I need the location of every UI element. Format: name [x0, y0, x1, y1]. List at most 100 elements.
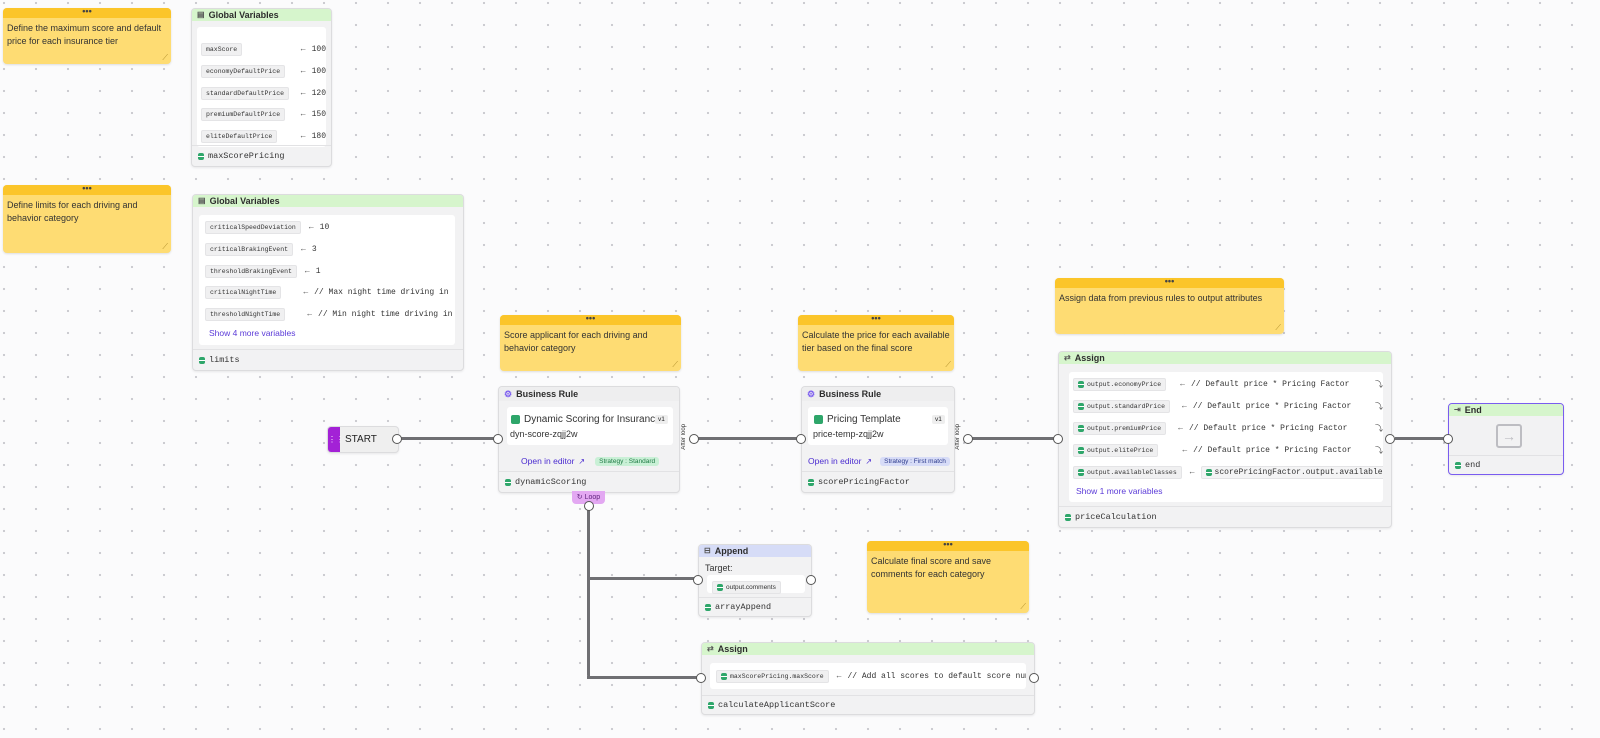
variable-name: eliteDefaultPrice: [201, 129, 278, 143]
variable-row[interactable]: thresholdBrakingEvent←1: [205, 264, 455, 278]
end-input-handle[interactable]: [1443, 434, 1453, 444]
assignment-row[interactable]: output.availableClasses←scorePricingFact…: [1073, 465, 1383, 479]
target-variable[interactable]: output.comments: [712, 578, 781, 596]
edge-assign-to-end[interactable]: [1395, 437, 1447, 440]
assign2-input-handle[interactable]: [696, 673, 706, 683]
variable-row[interactable]: premiumDefaultPrice←150: [201, 107, 326, 121]
open-in-editor-link[interactable]: Open in editor: [521, 456, 575, 466]
variable-row[interactable]: criticalNightTime←// Max night time driv…: [205, 285, 455, 299]
variable-row[interactable]: maxScore←100: [201, 42, 326, 56]
note-menu-icon[interactable]: •••: [867, 540, 1029, 551]
assignment-row[interactable]: output.economyPrice←// Default price * P…: [1073, 377, 1383, 391]
resize-handle-icon[interactable]: ⟋: [162, 53, 168, 62]
drag-handle-icon[interactable]: ⋮⋮: [328, 427, 344, 452]
assignment-row[interactable]: output.premiumPrice←// Default price * P…: [1073, 421, 1383, 435]
note-score-applicant[interactable]: ••• Score applicant for each driving and…: [500, 314, 681, 371]
assign1-input-handle[interactable]: [1053, 434, 1063, 444]
expand-icon[interactable]: ⤵: [1375, 380, 1383, 390]
start-output-handle[interactable]: [392, 434, 402, 444]
node-header: Assign: [1074, 353, 1105, 363]
assign-calculate-applicant-score[interactable]: ⇄Assign maxScorePricing.maxScore←// Add …: [701, 642, 1035, 715]
show-more-variables-link[interactable]: Show 4 more variables: [209, 328, 296, 338]
external-link-icon[interactable]: ↗: [578, 456, 586, 466]
open-in-editor-link[interactable]: Open in editor: [808, 456, 862, 466]
loop-badge[interactable]: ↻ Loop: [572, 491, 605, 504]
variable-row[interactable]: standardDefaultPrice←120: [201, 86, 326, 100]
note-menu-icon[interactable]: •••: [500, 314, 681, 325]
edge-start-to-rule1[interactable]: [400, 437, 496, 440]
append-output-handle[interactable]: [806, 575, 816, 585]
note-assign-output[interactable]: ••• Assign data from previous rules to o…: [1055, 277, 1284, 334]
resize-handle-icon[interactable]: ⟋: [945, 360, 951, 369]
note-text: Define the maximum score and default pri…: [7, 23, 162, 46]
assign1-output-handle[interactable]: [1385, 434, 1395, 444]
rule1-input-handle[interactable]: [493, 434, 503, 444]
note-final-score[interactable]: ••• Calculate final score and save comme…: [867, 540, 1029, 613]
global-variables-limits[interactable]: ▤Global Variables criticalSpeedDeviation…: [192, 194, 464, 371]
variable-name: criticalBrakingEvent: [205, 242, 294, 256]
variable-row[interactable]: criticalBrakingEvent←3: [205, 242, 455, 256]
variable-value: // Min night time driving in: [318, 309, 453, 319]
append-array-node[interactable]: ⊟Append Target: output.comments arrayApp…: [698, 544, 812, 617]
assignment-row[interactable]: maxScorePricing.maxScore←// Add all scor…: [716, 669, 1026, 683]
resize-handle-icon[interactable]: ⟋: [672, 360, 678, 369]
variable-row[interactable]: economyDefaultPrice←100: [201, 64, 326, 78]
append-input-handle[interactable]: [693, 575, 703, 585]
database-icon: [1078, 424, 1084, 432]
resize-handle-icon[interactable]: ⟋: [162, 242, 168, 251]
external-link-icon[interactable]: ↗: [865, 456, 873, 466]
variable-row[interactable]: eliteDefaultPrice←180: [201, 129, 326, 143]
note-text: Score applicant for each driving and beh…: [504, 330, 648, 353]
resize-handle-icon[interactable]: ⟋: [1275, 323, 1281, 332]
rule1-output-handle[interactable]: [689, 434, 699, 444]
assignment-row[interactable]: output.elitePrice←// Default price * Pri…: [1073, 443, 1383, 457]
assignment-row[interactable]: output.standardPrice←// Default price * …: [1073, 399, 1383, 413]
rule2-input-handle[interactable]: [796, 434, 806, 444]
end-node[interactable]: ⇥End → end: [1448, 403, 1564, 475]
note-menu-icon[interactable]: •••: [3, 7, 171, 18]
business-rule-pricing-template[interactable]: ⚙Business Rule Pricing Template v1 price…: [801, 386, 955, 493]
note-menu-icon[interactable]: •••: [798, 314, 954, 325]
variable-row[interactable]: criticalSpeedDeviation←10: [205, 220, 455, 234]
variable-row[interactable]: thresholdNightTime←// Min night time dri…: [205, 307, 455, 321]
node-header: Global Variables: [208, 10, 279, 20]
rule2-output-handle[interactable]: [963, 434, 973, 444]
assign-arrow-icon: ←: [1189, 467, 1195, 477]
expand-icon[interactable]: ⤵: [1375, 446, 1383, 456]
note-tier-defaults[interactable]: ••• Define the maximum score and default…: [3, 7, 171, 64]
loop-output-handle[interactable]: [584, 501, 594, 511]
assign-arrow-icon: ←: [300, 131, 306, 141]
variable-value: 10: [319, 222, 330, 232]
edge-loop-to-append[interactable]: [587, 577, 696, 580]
assign2-output-handle[interactable]: [1029, 673, 1039, 683]
assign-price-calculation[interactable]: ⇄Assign output.economyPrice←// Default p…: [1058, 351, 1392, 528]
note-menu-icon[interactable]: •••: [1055, 277, 1284, 288]
node-footer-label: arrayAppend: [715, 602, 772, 612]
expand-icon[interactable]: ⤵: [1375, 402, 1383, 412]
edge-loop-vertical[interactable]: [587, 508, 590, 678]
business-rule-dynamic-scoring[interactable]: ⚙Business Rule Dynamic Scoring for Insur…: [498, 386, 680, 493]
node-footer-label: end: [1465, 460, 1481, 470]
global-variables-max-score-pricing[interactable]: ▤Global Variables maxScore←100 economyDe…: [191, 8, 332, 167]
exit-icon: →: [1496, 424, 1522, 448]
start-node[interactable]: ⋮⋮ START: [327, 426, 399, 453]
expand-icon[interactable]: ⤵: [1375, 424, 1383, 434]
note-menu-icon[interactable]: •••: [3, 184, 171, 195]
variable-name: criticalNightTime: [205, 285, 282, 299]
target-variable: output.premiumPrice: [1073, 421, 1167, 435]
note-limits[interactable]: ••• Define limits for each driving and b…: [3, 184, 171, 253]
assign-arrow-icon: ←: [301, 244, 306, 254]
table-icon: [511, 415, 520, 424]
assign-arrow-icon: ←: [300, 44, 306, 54]
target-label: Target:: [705, 563, 733, 573]
database-icon: [198, 152, 204, 160]
edge-loop-to-assign2[interactable]: [587, 676, 699, 679]
edge-rule1-to-rule2[interactable]: [695, 437, 799, 440]
note-calculate-price[interactable]: ••• Calculate the price for each availab…: [798, 314, 954, 371]
assign-arrow-icon: ←: [1182, 401, 1187, 411]
show-more-variables-link[interactable]: Show 1 more variables: [1076, 486, 1163, 496]
resize-handle-icon[interactable]: ⟋: [1020, 602, 1026, 611]
variable-name: premiumDefaultPrice: [201, 107, 286, 121]
loop-label: Loop: [584, 494, 601, 501]
edge-rule2-to-assign[interactable]: [971, 437, 1056, 440]
